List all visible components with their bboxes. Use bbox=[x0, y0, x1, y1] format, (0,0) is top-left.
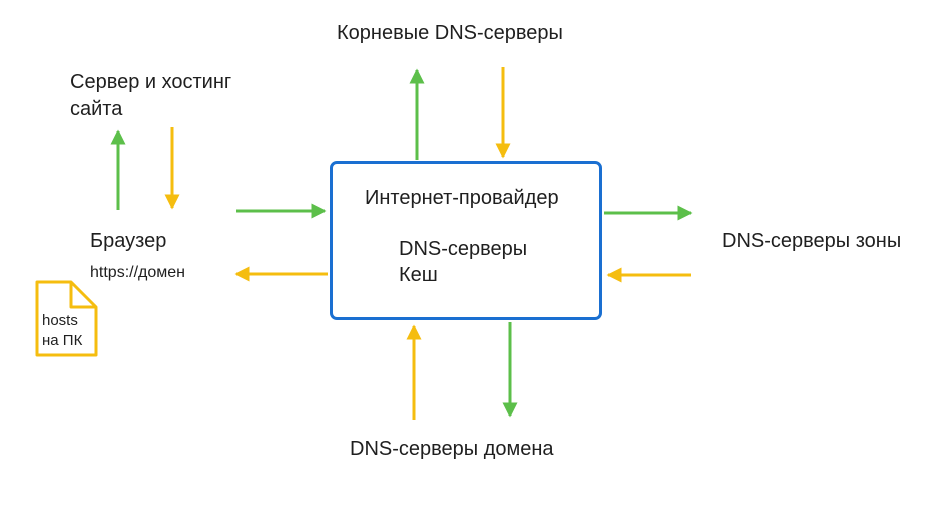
zone-dns-label: DNS-серверы зоны bbox=[722, 230, 902, 252]
browser-url: https://домен bbox=[90, 264, 185, 281]
hosts-label-line2: на ПК bbox=[42, 332, 83, 349]
hosts-label-line1: hosts bbox=[42, 312, 78, 329]
isp-cache-label: Кеш bbox=[399, 264, 438, 286]
isp-dns-label: DNS-серверы bbox=[399, 238, 528, 260]
root-dns-label: Корневые DNS-серверы bbox=[337, 22, 563, 44]
isp-box bbox=[330, 161, 602, 320]
site-server-label-line2: сайта bbox=[70, 98, 123, 120]
site-server-label-line1: Сервер и хостинг bbox=[70, 71, 232, 93]
domain-dns-label: DNS-серверы домена bbox=[350, 438, 554, 460]
hosts-file-icon bbox=[35, 280, 98, 357]
isp-title: Интернет-провайдер bbox=[365, 187, 559, 209]
browser-label: Браузер bbox=[90, 230, 167, 252]
